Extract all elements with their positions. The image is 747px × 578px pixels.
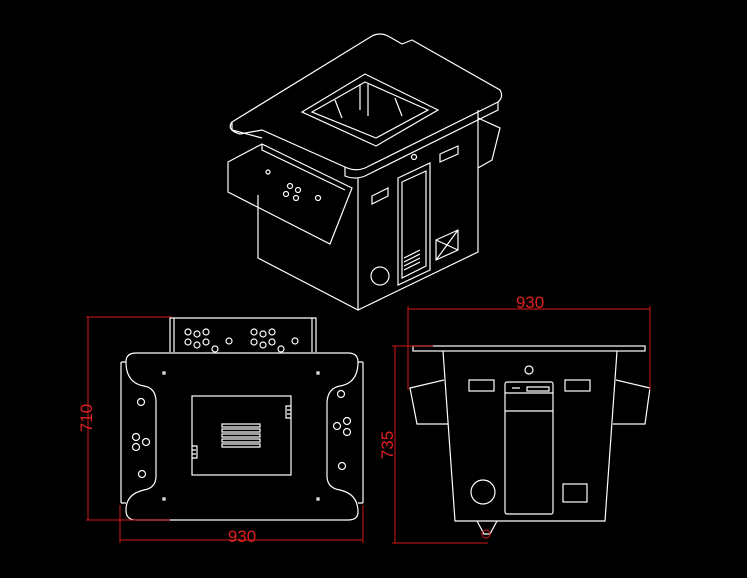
depth-dimension-line bbox=[86, 316, 172, 521]
control-buttons bbox=[265, 169, 322, 202]
vent-slots bbox=[403, 249, 421, 271]
monitor-connectors bbox=[192, 405, 291, 459]
control-panel bbox=[227, 143, 353, 245]
isometric-view bbox=[227, 33, 503, 311]
right-vent bbox=[564, 379, 591, 392]
screen-bracket bbox=[334, 84, 403, 119]
top-width-label: 930 bbox=[228, 527, 256, 546]
speaker-hole bbox=[370, 266, 390, 286]
table-top-side bbox=[412, 345, 646, 352]
right-wing bbox=[613, 379, 651, 425]
foot-circle bbox=[481, 529, 491, 539]
top-view-dimensions: 710 930 bbox=[77, 316, 364, 546]
control-buttons-top bbox=[184, 328, 299, 353]
table-outline-top bbox=[125, 352, 359, 521]
mount-holes bbox=[162, 371, 320, 501]
left-wing bbox=[409, 379, 448, 425]
table-top bbox=[229, 33, 503, 171]
access-panel-side bbox=[562, 483, 588, 503]
coin-door-details bbox=[505, 386, 553, 412]
cabinet-left-face bbox=[257, 178, 359, 311]
top-view bbox=[120, 317, 364, 521]
cabinet-body-side bbox=[442, 350, 618, 522]
side-view bbox=[409, 345, 651, 539]
side-width-dimension-line bbox=[407, 306, 651, 390]
cabinet-right-face bbox=[357, 110, 479, 311]
monitor-vents bbox=[221, 423, 261, 448]
left-vent bbox=[468, 379, 495, 392]
side-height-dimension-line bbox=[392, 345, 488, 544]
top-depth-label: 710 bbox=[77, 404, 96, 432]
side-width-label: 930 bbox=[516, 293, 544, 312]
side-height-label: 735 bbox=[378, 431, 397, 459]
right-control-panel bbox=[477, 117, 501, 169]
side-view-dimensions: 930 735 bbox=[378, 293, 651, 544]
table-side-edges bbox=[120, 361, 364, 504]
screen-opening bbox=[300, 73, 440, 147]
table-top-edge bbox=[231, 102, 499, 179]
speaker-hole-side bbox=[470, 479, 496, 505]
foot-bracket bbox=[476, 520, 498, 535]
top-hole-side bbox=[524, 365, 534, 375]
access-panel bbox=[435, 229, 459, 261]
control-panel-top bbox=[169, 317, 317, 352]
width-dimension-line bbox=[119, 505, 364, 543]
monitor-frame bbox=[191, 395, 292, 476]
coin-door bbox=[397, 162, 431, 286]
side-buttons-top bbox=[131, 389, 352, 479]
side-vents bbox=[371, 145, 459, 205]
coin-door-side bbox=[504, 381, 554, 515]
top-hole bbox=[410, 153, 418, 161]
